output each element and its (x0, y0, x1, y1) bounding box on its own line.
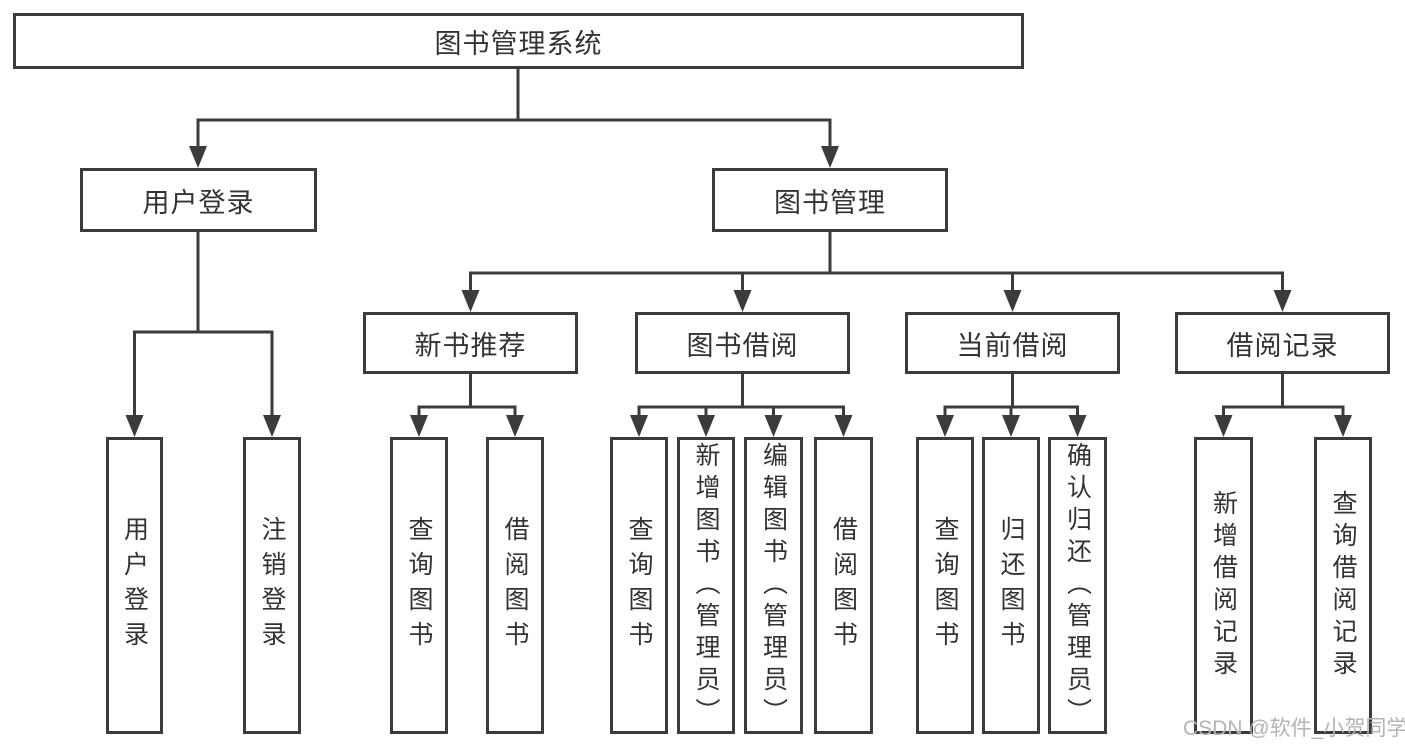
watermark: CSDN @软件_小贺同学 (1183, 717, 1405, 740)
leaf-confirm-return-admin: 确认归还（管理员） (1048, 437, 1107, 734)
connector-borrowing-records-children (1222, 374, 1345, 416)
node-user-login: 用户登录 (80, 168, 317, 232)
connector-book-management-children (469, 232, 1284, 291)
node-label: 归还图书 (997, 515, 1025, 656)
node-label: 新书推荐 (414, 330, 527, 361)
node-label: 用户登录 (142, 187, 255, 218)
leaf-add-borrow-record: 新增借阅记录 (1194, 437, 1253, 734)
node-label: 借阅图书 (829, 515, 858, 656)
node-label: 查询图书 (931, 515, 959, 656)
node-label: 当前借阅 (956, 330, 1069, 361)
connector-new-book-children (417, 374, 517, 416)
connector-user-login-children (133, 232, 274, 416)
connector-current-borrowing-children (943, 374, 1079, 416)
leaf-add-books-admin: 新增图书（管理员） (677, 437, 735, 734)
node-label: 借阅图书 (501, 515, 529, 656)
leaf-user-login: 用户登录 (106, 437, 163, 734)
leaf-return-books: 归还图书 (982, 437, 1040, 734)
node-label: 新增图书（管理员） (692, 441, 720, 730)
node-book-management: 图书管理 (712, 168, 948, 232)
leaf-borrow-books-recommend: 借阅图书 (486, 437, 544, 734)
node-label: 注销登录 (258, 515, 286, 656)
node-label: 图书管理 (774, 187, 886, 218)
node-label: 借阅记录 (1226, 330, 1339, 361)
node-book-borrowing: 图书借阅 (635, 312, 850, 374)
node-label: 图书管理系统 (434, 28, 603, 59)
leaf-borrow-books: 借阅图书 (814, 437, 873, 734)
node-borrowing-records: 借阅记录 (1175, 312, 1390, 374)
leaf-logout: 注销登录 (243, 437, 301, 734)
node-label: 查询图书 (625, 515, 653, 656)
leaf-edit-books-admin: 编辑图书（管理员） (744, 437, 803, 734)
node-new-book-recommendation: 新书推荐 (363, 312, 578, 374)
leaf-search-books-recommend: 查询图书 (390, 437, 448, 734)
node-label: 图书借阅 (686, 330, 799, 361)
node-label: 编辑图书（管理员） (759, 441, 788, 730)
node-label: 确认归还（管理员） (1063, 441, 1092, 730)
connector-book-borrowing-children (637, 374, 845, 416)
node-current-borrowing: 当前借阅 (905, 312, 1120, 374)
leaf-search-books-current: 查询图书 (916, 437, 974, 734)
node-label: 新增借阅记录 (1209, 489, 1238, 682)
node-label: 查询图书 (405, 515, 433, 656)
node-label: 用户登录 (120, 515, 149, 656)
leaf-search-books-borrowing: 查询图书 (610, 437, 668, 734)
leaf-search-borrow-record: 查询借阅记录 (1314, 437, 1372, 734)
node-label: 查询借阅记录 (1329, 489, 1357, 682)
connector-root-to-level2 (196, 69, 832, 147)
node-library-management-system: 图书管理系统 (13, 13, 1024, 69)
arrowheads (125, 146, 1352, 437)
